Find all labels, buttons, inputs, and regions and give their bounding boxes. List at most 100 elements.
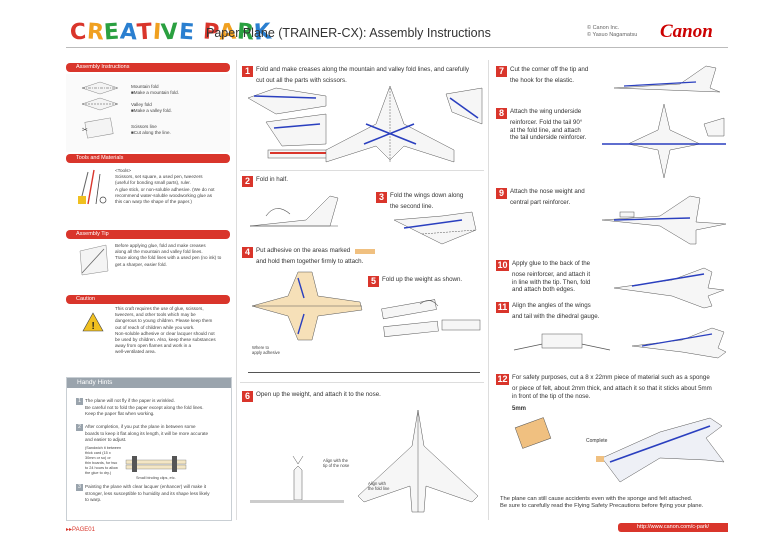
sponge-length-label: 5mm — [512, 406, 527, 412]
weight-piece — [293, 465, 303, 501]
exclamation-icon: ! — [92, 321, 95, 332]
part-main-body — [325, 85, 455, 163]
logo-letter: A — [118, 19, 139, 46]
hint-3-line-1: stronger, less susceptible to humidity a… — [85, 491, 210, 496]
step-3-line-0: Fold the wings down along — [390, 192, 464, 199]
binding-clip-left — [132, 456, 137, 472]
bottom-note-line-0: The plane can still cause accidents even… — [500, 496, 693, 502]
part-fuselage-top — [247, 87, 327, 115]
plane-side-view — [613, 65, 721, 93]
header-divider — [66, 47, 728, 48]
caution-header: Caution — [66, 295, 230, 304]
logo-letter: T — [136, 19, 154, 46]
scissors-legend: Scissors line ■Cut along the line. — [131, 124, 171, 136]
step-11-illustration — [513, 327, 727, 359]
step-6-label-1: Align with the tip of the nose — [323, 458, 349, 468]
step-12-line-1: or piece of felt, about 2mm thick, and a… — [512, 385, 712, 392]
step-5-illustration — [381, 299, 481, 337]
hint-3-line-2: to warp. — [85, 497, 102, 503]
step-1-line-0: Fold and make creases along the mountain… — [256, 66, 469, 73]
tools-line-4: recommend water-soluble woodworking glue… — [115, 192, 213, 198]
fold-legend-diagrams: ✂ — [81, 81, 119, 139]
step-1-number: 1 — [242, 66, 253, 77]
nose-stripe — [613, 217, 691, 221]
step-1-cut-sheet — [247, 85, 483, 163]
bottom-note-line-1: Be sure to carefully read the Flying Saf… — [500, 503, 704, 509]
step-8-line-1: reinforcer. Fold the tail 90° — [510, 119, 583, 126]
part-nose-weight — [267, 149, 329, 159]
reinforcer-top-view — [627, 103, 701, 179]
plane-side-with-weight — [601, 195, 727, 245]
hint-1-icon: 1 — [76, 398, 83, 405]
tools-line-2: (useful for bonding small parts), ruler. — [115, 180, 191, 186]
logo-letter: E — [103, 19, 121, 46]
wing-fold-line — [421, 229, 477, 235]
step-2-illustration — [249, 195, 339, 227]
caution-line-2: dangerous to young children. Please keep… — [115, 318, 213, 324]
sidebar: Assembly Instructions — [66, 63, 230, 72]
page-marker-icon: ▸▸ — [66, 527, 73, 533]
logo-letter: V — [160, 19, 180, 46]
caution-line-0: This craft requires the use of glue, sci… — [115, 306, 204, 311]
caution-text: This craft requires the use of glue, sci… — [115, 306, 230, 356]
step-9-line-1: central part reinforcer. — [510, 199, 571, 206]
glue-icon — [87, 169, 95, 205]
part-wing-left — [265, 113, 327, 147]
handy-hints-box: Handy Hints — [66, 377, 232, 521]
hint-2-small-3: thin boards, for two — [85, 461, 118, 465]
warning-triangle-icon — [82, 312, 104, 332]
caution-line-5: be used by children. Also, keep these su… — [115, 337, 216, 343]
step-10-number: 10 — [496, 260, 509, 271]
step-6-number: 6 — [242, 391, 253, 402]
step-10-line-3: and attach both edges. — [512, 286, 575, 294]
step-3-number: 3 — [376, 192, 387, 203]
caution-icon: ! — [82, 312, 104, 332]
footer-url-link[interactable]: http://www.canon.com/c-park/ — [618, 523, 728, 532]
weight-tip-arrow-icon — [292, 455, 304, 465]
hint-2-small: (Sandwich it between thick card (15 x 30… — [85, 446, 121, 476]
tweezers-icon — [95, 173, 101, 205]
board-bottom — [125, 464, 187, 470]
step-6-label-2-line-1: the fold line — [368, 486, 390, 491]
step-4-number: 4 — [242, 247, 253, 258]
hint-1-line-0: The plane will not fly if the paper is w… — [85, 398, 175, 403]
logo-letter: R — [85, 19, 105, 46]
caution-line-7: well-ventilated area. — [115, 349, 156, 355]
step-6-label-2: Align with the fold line — [368, 481, 389, 491]
step-12-line-0: For safety purposes, cut a 8 x 22mm piec… — [512, 374, 710, 381]
step-7-illustration — [613, 65, 721, 93]
column-divider-2 — [488, 60, 489, 520]
hint-2-clip-label: Small binding clips, etc. — [136, 476, 176, 480]
hint-3-icon: 3 — [76, 484, 83, 491]
step-9-number: 9 — [496, 188, 507, 199]
tip-line-3: get a sharper, easier fold. — [115, 261, 167, 267]
step-6-label-2-line-0: Align with — [368, 481, 386, 486]
step-10-line-1: nose reinforcer, and attach it — [512, 271, 591, 278]
logo-letter: C — [69, 19, 88, 46]
hint-2-small-2: 30mm or so) or — [85, 456, 111, 460]
step-12-line-2: in front of the tip of the nose. — [512, 392, 591, 400]
right-stripe — [297, 313, 305, 335]
caution-line-4: Non-soluble adhesive or clear lacquer sh… — [115, 330, 215, 336]
assembly-instructions-header: Assembly Instructions — [66, 63, 230, 72]
tail-reinforcer — [703, 117, 725, 137]
completed-plane — [601, 417, 725, 483]
tools-line-5: this can warp the shape of the paper.) — [115, 199, 192, 205]
hint-1-line-2: Keep the paper flat when working. — [85, 411, 155, 417]
step-5-line-0: Fold up the weight as shown. — [382, 276, 463, 283]
step-4-5-baseline — [248, 372, 480, 373]
valley-fold-label: Valley fold — [131, 102, 152, 107]
tip-pen-icon — [81, 248, 105, 274]
step-8-line-2: at the fold line, and attach — [510, 126, 581, 134]
step-4-line-0: Put adhesive on the areas marked — [256, 247, 351, 254]
tip-line-2: Trace along the fold lines with a used p… — [115, 255, 222, 261]
step-7-number: 7 — [496, 66, 507, 77]
